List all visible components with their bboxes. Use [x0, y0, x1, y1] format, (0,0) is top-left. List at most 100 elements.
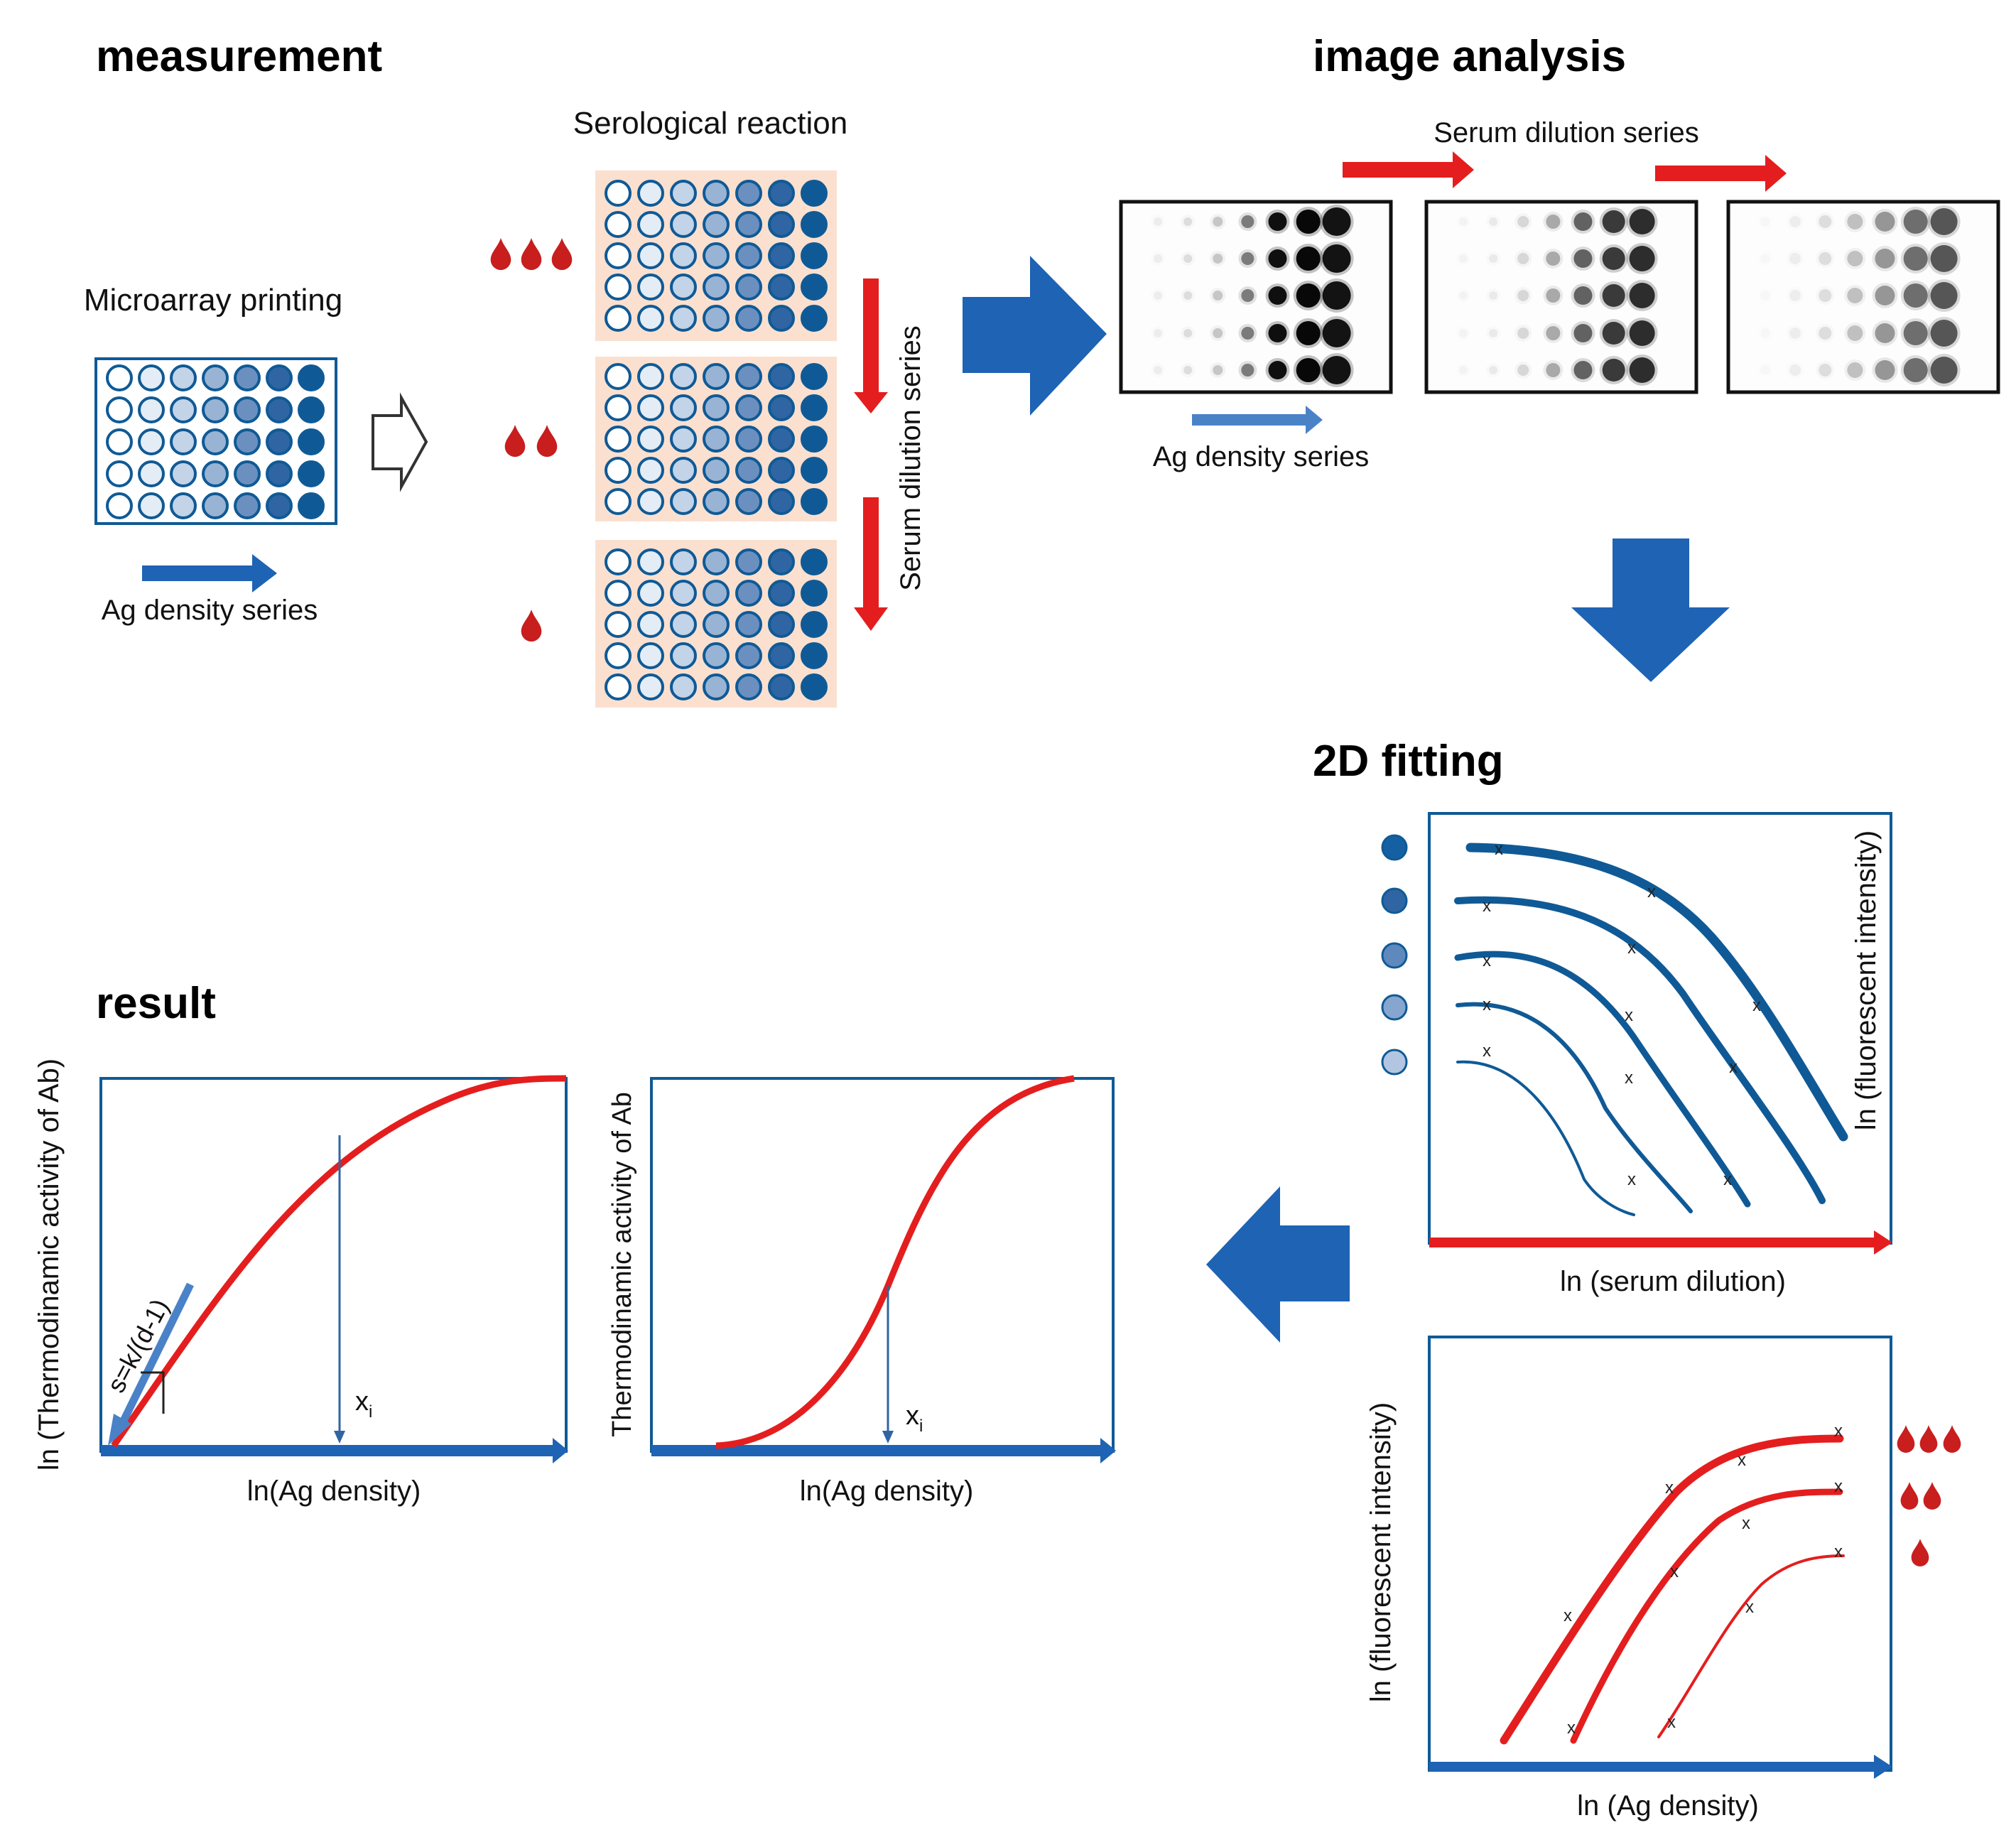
density-legend-dot — [1381, 942, 1408, 969]
scan-spot — [1546, 288, 1561, 303]
reaction-well — [768, 488, 795, 515]
result-left-x-label: ln(Ag density) — [247, 1476, 421, 1507]
dilution-drop — [1943, 1425, 1961, 1453]
measurement-heading: measurement — [96, 32, 382, 81]
scan-spot — [1241, 364, 1254, 377]
scan-spot — [1322, 356, 1351, 384]
reaction-well — [735, 457, 762, 484]
reaction-well — [703, 642, 730, 669]
scan-spot — [1183, 366, 1193, 374]
serum-drop — [536, 425, 558, 458]
scan-spot — [1546, 251, 1561, 266]
printing-well — [202, 492, 229, 519]
fit-top-plot-frame — [1428, 812, 1892, 1245]
reaction-well — [605, 548, 632, 575]
dilution-drop — [1897, 1425, 1915, 1453]
fit-top-density-legend — [1381, 834, 1408, 1076]
arrow-to-result — [1206, 1186, 1350, 1343]
reaction-well — [605, 642, 632, 669]
fit-top-data-marker: x — [1627, 1170, 1636, 1189]
reaction-well — [801, 488, 828, 515]
scan-spot — [1268, 324, 1287, 342]
reaction-well — [703, 426, 730, 453]
ag-density-arrow-small — [142, 554, 277, 592]
fit-top-x-label: ln (serum dilution) — [1560, 1266, 1786, 1297]
scan-spot — [1789, 327, 1801, 339]
printing-well — [106, 364, 133, 391]
reaction-well — [735, 611, 762, 638]
scan-spot — [1459, 366, 1468, 374]
scan-spot — [1819, 215, 1832, 228]
scan-spot — [1875, 360, 1895, 380]
printing-well — [138, 428, 165, 455]
result-heading: result — [96, 979, 216, 1028]
scan-spot — [1903, 283, 1928, 308]
reaction-well — [735, 426, 762, 453]
printing-well — [170, 364, 197, 391]
scan-spot — [1789, 253, 1801, 264]
scan-spot-halo — [1844, 323, 1866, 344]
scan-spot — [1459, 291, 1468, 300]
result-right-xi-label: xi — [906, 1401, 923, 1436]
scan-spot — [1789, 364, 1801, 376]
printing-well — [298, 396, 325, 423]
reaction-well — [637, 673, 664, 700]
printing-well — [106, 460, 133, 487]
scan-spot — [1296, 247, 1321, 271]
scan-spot — [1629, 209, 1655, 234]
scan-spot — [1760, 328, 1770, 338]
reaction-well — [768, 211, 795, 238]
reaction-well — [637, 642, 664, 669]
reaction-well — [703, 488, 730, 515]
serum-dilution-arrow-right-2 — [1655, 155, 1787, 192]
serum-drop — [551, 238, 573, 271]
scan-spot — [1154, 254, 1162, 263]
reaction-well — [605, 211, 632, 238]
reaction-well — [801, 305, 828, 332]
reaction-well — [801, 426, 828, 453]
scan-spot-halo — [1844, 211, 1866, 232]
microarray-printing-label: Microarray printing — [84, 283, 342, 318]
fit-bottom-data-marker: x — [1738, 1451, 1746, 1470]
printing-well — [202, 428, 229, 455]
reaction-well — [637, 394, 664, 421]
reaction-well — [801, 274, 828, 301]
scan-spot-halo — [1844, 359, 1866, 381]
reaction-well — [637, 580, 664, 607]
scan-spot — [1847, 325, 1863, 341]
arrow-to-image-analysis — [963, 256, 1107, 416]
scan-spot — [1268, 286, 1287, 305]
printing-well — [106, 396, 133, 423]
scan-1-spots — [1154, 205, 1354, 387]
scan-spot — [1629, 246, 1655, 271]
printing-well — [298, 492, 325, 519]
scan-spot — [1213, 254, 1223, 264]
reaction-well — [801, 580, 828, 607]
result-right-plot-frame — [650, 1077, 1115, 1453]
reaction-well — [605, 611, 632, 638]
scan-spot — [1847, 362, 1863, 378]
reaction-well — [670, 580, 697, 607]
serum-dilution-arrow-1 — [854, 278, 888, 413]
fit-bottom-data-marker: x — [1745, 1598, 1754, 1617]
printing-well — [298, 364, 325, 391]
scan-spot — [1183, 217, 1193, 226]
scan-spot — [1296, 358, 1321, 382]
reaction-well — [735, 180, 762, 207]
scan-spot — [1268, 361, 1287, 379]
scan-spot — [1489, 217, 1498, 226]
fit-top-curve — [1454, 896, 1826, 1204]
reaction-well — [605, 305, 632, 332]
reaction-well — [670, 673, 697, 700]
reaction-well — [703, 457, 730, 484]
scan-spot — [1875, 249, 1895, 269]
scan-spot — [1459, 254, 1468, 263]
printing-well — [234, 428, 261, 455]
reaction-well — [703, 580, 730, 607]
fit-bottom-y-label: ln (fluorescent intensity) — [1365, 1402, 1397, 1702]
scan-spot — [1573, 249, 1593, 268]
scan-spot — [1154, 291, 1162, 300]
reaction-well — [670, 274, 697, 301]
printing-well — [170, 492, 197, 519]
fit-top-data-marker: x — [1625, 1006, 1633, 1025]
